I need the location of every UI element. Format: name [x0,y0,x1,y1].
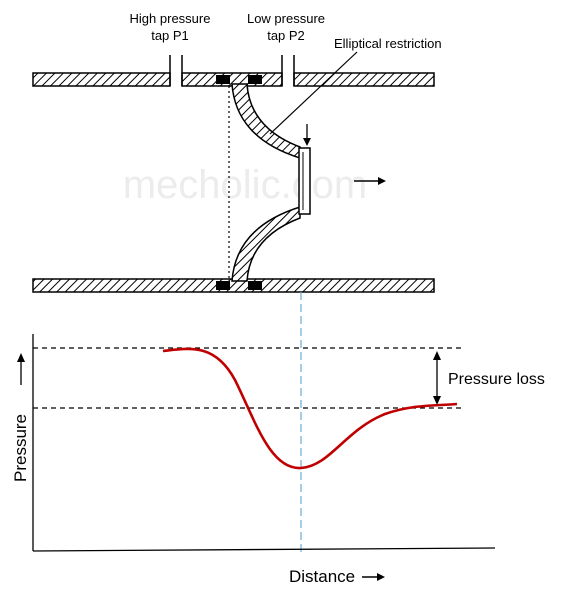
pipe-top-wall-right [293,72,435,87]
flow-direction-arrow [354,177,386,185]
elliptical-restriction-label: Elliptical restriction [334,36,442,51]
y-axis-arrow [17,353,25,385]
x-axis-arrow [362,573,385,581]
pipe-top-wall-left [32,72,171,87]
nozzle-restriction [231,83,311,282]
pressure-loss-arrow [433,351,441,405]
y-axis-label: Pressure [11,414,30,482]
low-pressure-tap-label: Low pressure [247,11,325,26]
nozzle-lower-section [231,205,301,282]
nozzle-throat-ring [298,147,311,215]
nozzle-upper-section [231,83,301,160]
low-pressure-tap-sublabel: tap P2 [267,28,305,43]
pressure-chart: Pressure loss Pressure Distance [11,334,545,586]
pressure-curve [162,347,458,470]
throat-pointer-arrow [303,124,311,146]
high-pressure-tap-sublabel: tap P1 [151,28,189,43]
x-axis [32,547,496,552]
watermark-text: mecholic.com [123,163,368,207]
x-axis-label: Distance [289,567,355,586]
elliptical-restriction-leader [269,51,358,135]
high-pressure-tap-label: High pressure [130,11,211,26]
flange-gaskets [216,75,262,290]
pressure-loss-label: Pressure loss [448,371,545,388]
